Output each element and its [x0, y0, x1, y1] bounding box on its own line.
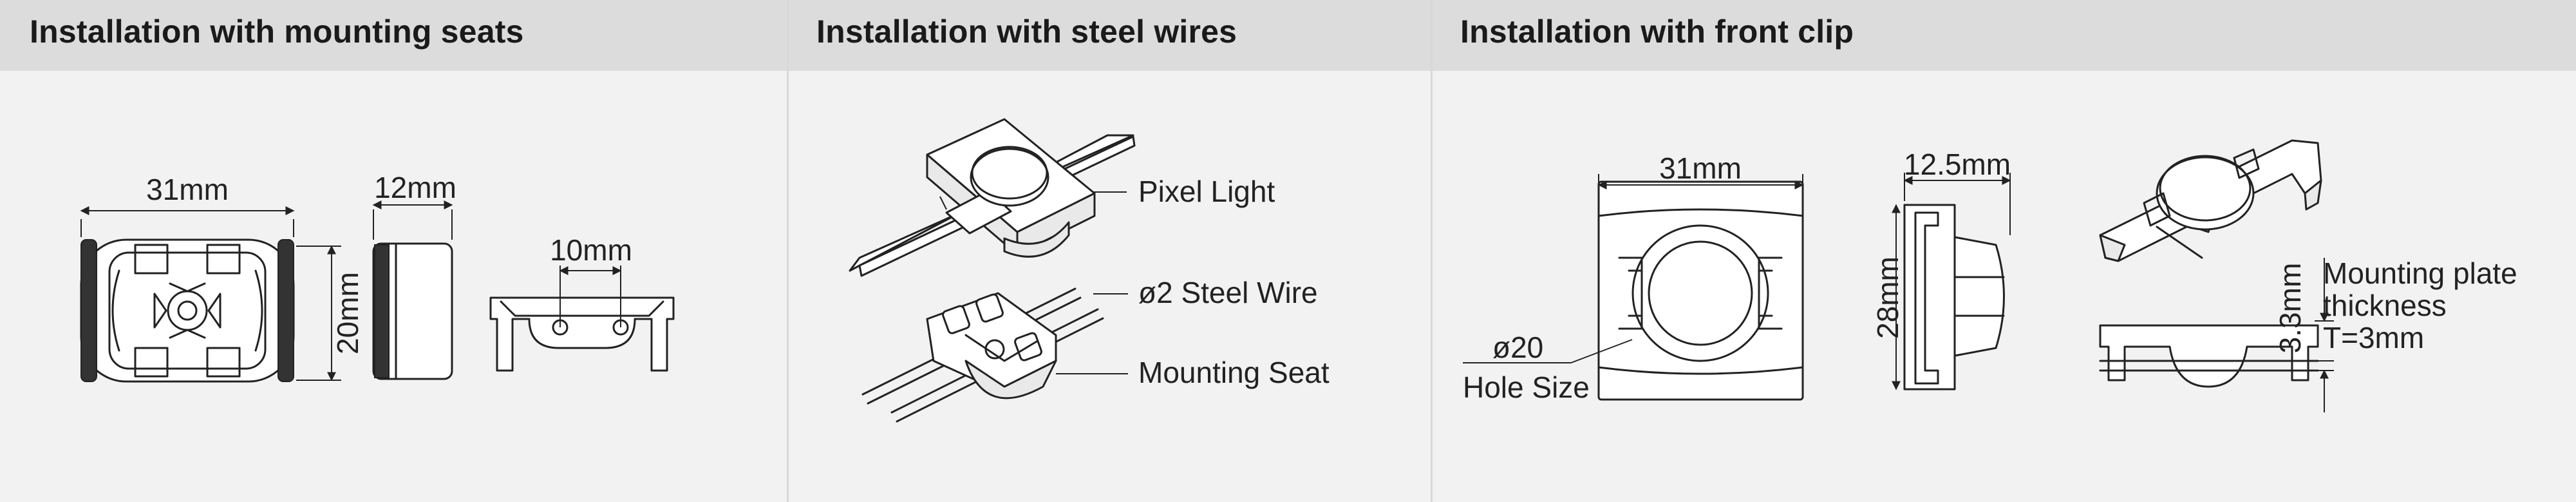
callout-mounting-seat: Mounting Seat: [1056, 356, 1330, 389]
hole-size-callout: ø20 Hole Size: [1463, 331, 1633, 404]
section-title-steel-wires: Installation with steel wires: [816, 14, 1237, 50]
plate-note-line-2: thickness: [2323, 289, 2447, 322]
section-divider: [787, 0, 789, 502]
plate-note-line-1: Mounting plate: [2323, 256, 2517, 290]
pixel-light-exploded-top: [849, 118, 1136, 277]
dimension-label-width: 31mm: [146, 173, 229, 206]
mounting-seat-side-view: [372, 242, 453, 380]
dimension-clip-width: 31mm: [1597, 151, 1804, 200]
callout-steel-wire: ø2 Steel Wire: [1093, 276, 1318, 309]
callout-label-pixel-light: Pixel Light: [1138, 175, 1275, 208]
front-clip-plate-view: [2099, 324, 2319, 388]
dimension-label-depth: 12mm: [374, 171, 456, 204]
dimension-label-clip-width: 31mm: [1659, 151, 1742, 185]
section-title-front-clip: Installation with front clip: [1460, 14, 1854, 50]
mounting-seat-front-view: [80, 238, 295, 383]
wire-mounting-seat-exploded: [861, 287, 1104, 423]
front-clip-perspective-view: [2099, 139, 2322, 262]
dimension-label-clip-depth: 12.5mm: [1904, 148, 2011, 181]
plate-note-line-3: T=3mm: [2323, 321, 2424, 354]
header-bar: Installation with mounting seats Install…: [0, 0, 2576, 71]
front-clip-side-view: [1903, 204, 2005, 391]
section-title-mounting-seats: Installation with mounting seats: [30, 14, 524, 50]
front-clip-front-view: [1597, 180, 1804, 401]
dimension-label-clip-height: 28mm: [1871, 256, 1904, 339]
mounting-seat-bottom-view: [489, 265, 675, 372]
callout-label-steel-wire: ø2 Steel Wire: [1138, 276, 1318, 309]
dimension-height: 20mm: [296, 245, 364, 381]
dimension-clip-height: 28mm: [1871, 204, 1904, 391]
section-divider: [1431, 0, 1433, 502]
mounting-plate-note: Mounting plate thickness T=3mm: [2323, 256, 2517, 354]
dimension-label-seat-gap: 10mm: [550, 233, 632, 267]
dimension-width: 31mm: [80, 173, 295, 237]
dimension-label-clip-offset: 3.3mm: [2273, 263, 2307, 354]
callout-label-mounting-seat: Mounting Seat: [1138, 356, 1330, 389]
callout-pixel-light: Pixel Light: [1093, 175, 1275, 208]
dimension-label-height: 20mm: [331, 272, 364, 354]
hole-size-value: ø20: [1492, 331, 1543, 364]
dimension-clip-depth: 12.5mm: [1903, 148, 2011, 235]
hole-size-label: Hole Size: [1463, 371, 1590, 404]
dimension-clip-offset: 3.3mm: [2273, 258, 2334, 412]
dimension-seat-gap: 10mm: [550, 233, 632, 275]
dimension-depth: 12mm: [372, 171, 456, 240]
